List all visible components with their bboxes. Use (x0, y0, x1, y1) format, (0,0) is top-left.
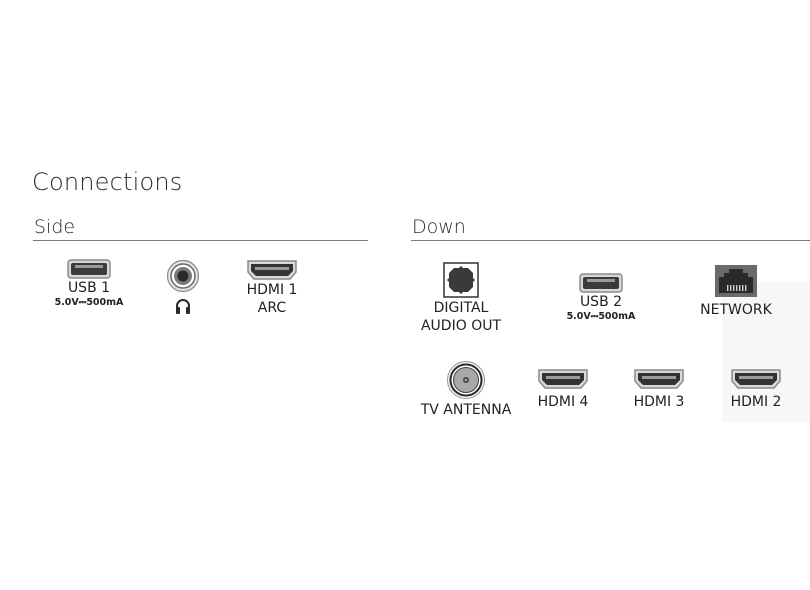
ethernet-port-icon (715, 265, 757, 297)
optical-audio-port-icon (443, 262, 479, 298)
port-label: HDMI 4 (537, 394, 589, 410)
port-label: USB 1 (67, 280, 111, 296)
usb-port-icon (67, 259, 111, 279)
section-divider-down (411, 240, 810, 241)
headphones-icon (176, 299, 190, 314)
port-label: DIGITAL (433, 300, 489, 316)
port-usb-2: USB 2 5.0V⎓500mA (560, 273, 642, 323)
port-hdmi-3: HDMI 3 (624, 368, 694, 411)
port-label: TV ANTENNA (420, 402, 512, 418)
port-label: AUDIO OUT (420, 318, 502, 334)
hdmi-port-icon (247, 260, 297, 280)
port-hdmi-2: HDMI 2 (721, 368, 791, 411)
hdmi-port-icon (538, 369, 588, 389)
port-headphone (163, 259, 203, 315)
port-usb-1: USB 1 5.0V⎓500mA (48, 259, 130, 309)
port-label: HDMI 3 (633, 394, 685, 410)
port-hdmi-1-arc: HDMI 1 ARC (236, 259, 308, 317)
port-label: USB 2 (579, 294, 623, 310)
port-label: HDMI 1 (246, 282, 298, 298)
page-title: Connections (32, 168, 183, 196)
port-label: ARC (257, 300, 287, 316)
section-heading-side: Side (34, 216, 76, 238)
power-spec: 5.0V⎓500mA (54, 297, 124, 308)
hdmi-port-icon (731, 369, 781, 389)
port-network: NETWORK (692, 265, 780, 319)
usb-port-icon (579, 273, 623, 293)
port-label: NETWORK (700, 302, 772, 318)
section-divider-side (33, 240, 368, 241)
port-hdmi-4: HDMI 4 (528, 368, 598, 411)
port-label: HDMI 2 (730, 394, 782, 410)
headphone-jack-icon (166, 259, 200, 293)
section-heading-down: Down (412, 216, 466, 238)
coaxial-antenna-port-icon (447, 361, 485, 399)
background-shade (722, 282, 810, 422)
port-digital-audio-out: DIGITAL AUDIO OUT (412, 262, 510, 335)
port-tv-antenna: TV ANTENNA (416, 360, 516, 419)
hdmi-port-icon (634, 369, 684, 389)
power-spec: 5.0V⎓500mA (566, 311, 636, 322)
